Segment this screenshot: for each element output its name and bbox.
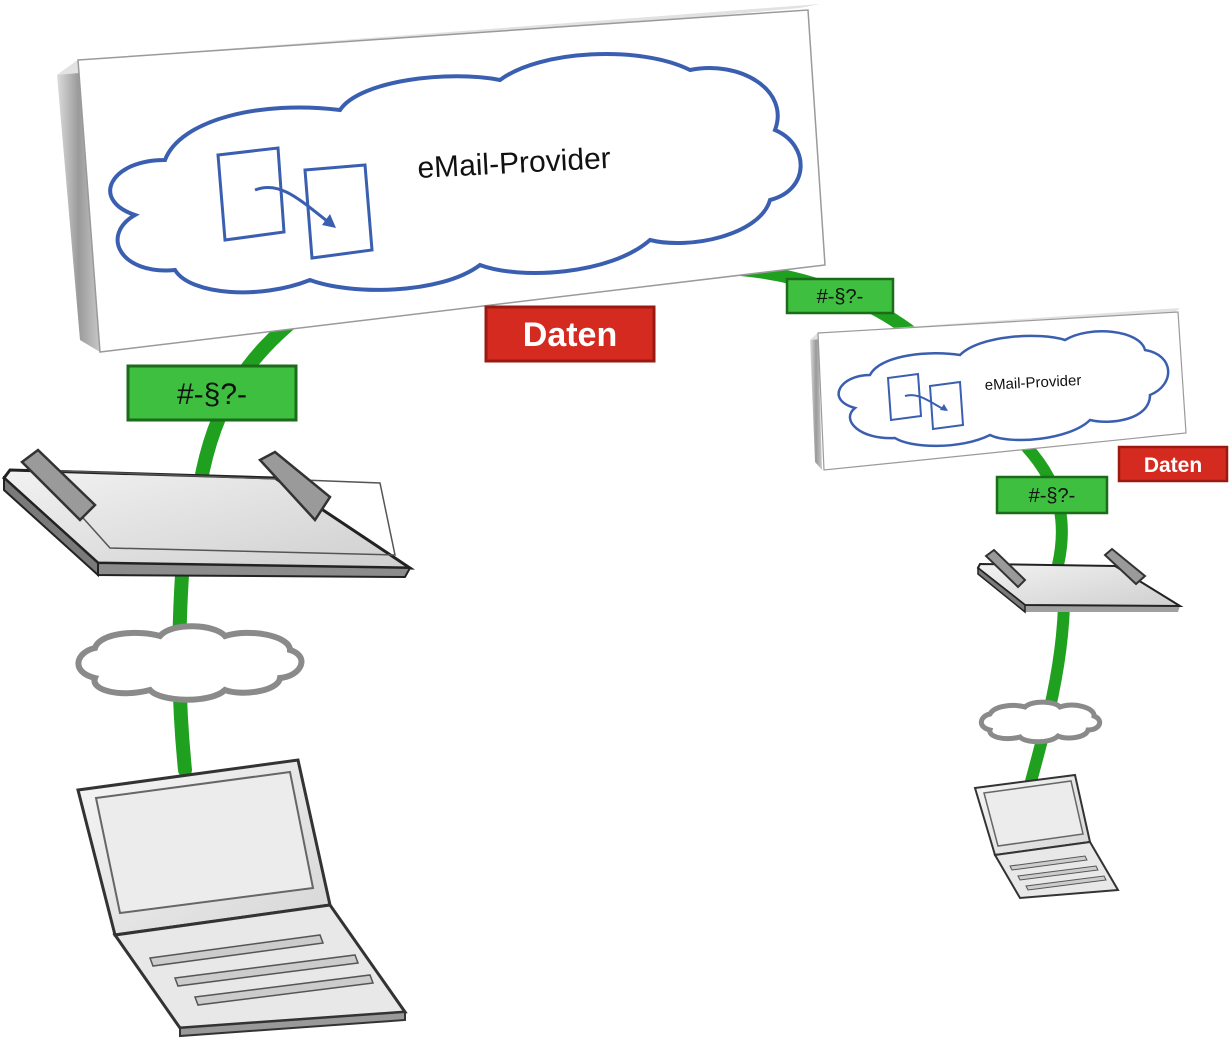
antenna-icon — [984, 547, 1147, 589]
antenna-icon — [20, 448, 332, 523]
transfer-arrow-icon — [254, 185, 333, 227]
arrow-head-icon — [322, 214, 336, 228]
document-icon — [216, 146, 374, 260]
keyboard-icon — [148, 934, 375, 1006]
laptop-icon — [76, 758, 408, 1038]
left-provider-box: eMail-Provider — [57, 4, 826, 353]
encrypted-label-left: #-§?- — [126, 364, 298, 422]
svg-text:#-§?-: #-§?- — [177, 378, 247, 411]
encrypted-label-right: #-§?- — [995, 475, 1109, 515]
daten-label-right: Daten — [1117, 445, 1229, 483]
keyboard-icon — [1009, 855, 1107, 891]
right-provider-box: eMail-Provider — [810, 308, 1187, 471]
laptop-icon — [973, 773, 1120, 900]
laptop-screen — [983, 780, 1084, 847]
transfer-arrow-icon — [904, 394, 946, 411]
svg-text:#-§?-: #-§?- — [1029, 485, 1076, 507]
laptop-screen — [94, 770, 315, 915]
router-icon — [976, 547, 1184, 614]
daten-label-left: Daten — [484, 305, 656, 363]
link-right-laptop-to-router — [1024, 599, 1070, 791]
provider-label-right: eMail-Provider — [984, 372, 1081, 394]
document-icon — [886, 372, 965, 431]
svg-text:#-§?-: #-§?- — [817, 286, 864, 308]
arrow-head-icon — [940, 404, 948, 411]
encrypted-label-link: #-§?- — [785, 277, 895, 315]
router-icon — [1, 448, 416, 579]
svg-text:Daten: Daten — [523, 316, 617, 354]
provider-cloud-right — [837, 330, 1170, 448]
internet-cloud-right — [978, 699, 1103, 745]
internet-cloud-left — [75, 623, 305, 703]
svg-text:Daten: Daten — [1144, 454, 1202, 477]
